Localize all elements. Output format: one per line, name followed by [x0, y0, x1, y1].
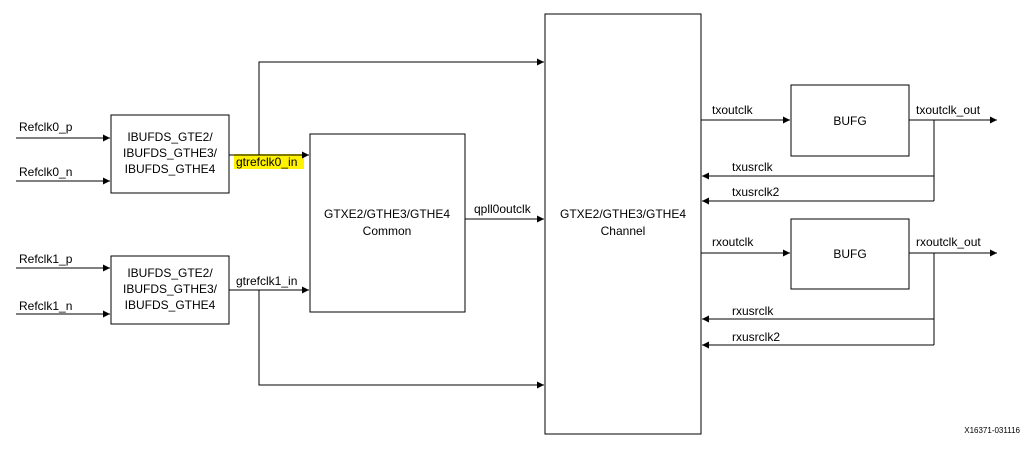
- txoutclk-out-label: txoutclk_out: [916, 103, 981, 117]
- rxoutclk-out-label: rxoutclk_out: [916, 235, 981, 249]
- gtrefclk1-label: gtrefclk1_in: [236, 274, 297, 288]
- refclk0-p-label: Refclk0_p: [19, 120, 73, 134]
- bufg-tx-label: BUFG: [833, 114, 866, 128]
- gtrefclk0-to-channel-wire: [258, 58, 544, 155]
- channel-line1: GTXE2/GTHE3/GTHE4: [560, 207, 686, 221]
- refclk0-n-label: Refclk0_n: [19, 165, 72, 179]
- qpll0outclk-label: qpll0outclk: [474, 202, 532, 216]
- bufg-tx-block: BUFG: [790, 84, 910, 157]
- ibufds1-line2: IBUFDS_GTHE3/: [123, 282, 218, 296]
- ibufds-block-0: IBUFDS_GTE2/ IBUFDS_GTHE3/ IBUFDS_GTHE4: [110, 114, 230, 194]
- common-block: GTXE2/GTHE3/GTHE4 Common: [309, 133, 466, 313]
- gtrefclk0-label: gtrefclk0_in: [236, 155, 297, 169]
- txoutclk-label: txoutclk: [712, 103, 754, 117]
- ibufds-block-1: IBUFDS_GTE2/ IBUFDS_GTHE3/ IBUFDS_GTHE4: [110, 255, 230, 325]
- figure-id: X16371-031116: [964, 426, 1020, 435]
- refclk1-n-label: Refclk1_n: [19, 299, 72, 313]
- refclk1-p-label: Refclk1_p: [19, 252, 73, 266]
- ibufds0-line2: IBUFDS_GTHE3/: [123, 146, 218, 160]
- common-line1: GTXE2/GTHE3/GTHE4: [324, 207, 450, 221]
- ibufds0-line3: IBUFDS_GTHE4: [125, 162, 216, 176]
- ibufds1-line1: IBUFDS_GTE2/: [127, 266, 213, 280]
- rxoutclk-label: rxoutclk: [712, 235, 754, 249]
- gtrefclk0-highlight: [234, 154, 304, 169]
- channel-block: GTXE2/GTHE3/GTHE4 Channel: [544, 13, 702, 435]
- rxusrclk-label: rxusrclk: [732, 304, 774, 318]
- txusrclk-label: txusrclk: [732, 160, 774, 174]
- rxusrclk2-label: rxusrclk2: [732, 330, 780, 344]
- bufg-rx-block: BUFG: [790, 218, 910, 290]
- txusrclk2-label: txusrclk2: [732, 185, 780, 199]
- bufg-rx-label: BUFG: [833, 247, 866, 261]
- common-line2: Common: [363, 224, 412, 238]
- ibufds1-line3: IBUFDS_GTHE4: [125, 298, 216, 312]
- channel-line2: Channel: [601, 224, 646, 238]
- gtrefclk1-to-channel-wire: [258, 290, 544, 389]
- ibufds0-line1: IBUFDS_GTE2/: [127, 130, 213, 144]
